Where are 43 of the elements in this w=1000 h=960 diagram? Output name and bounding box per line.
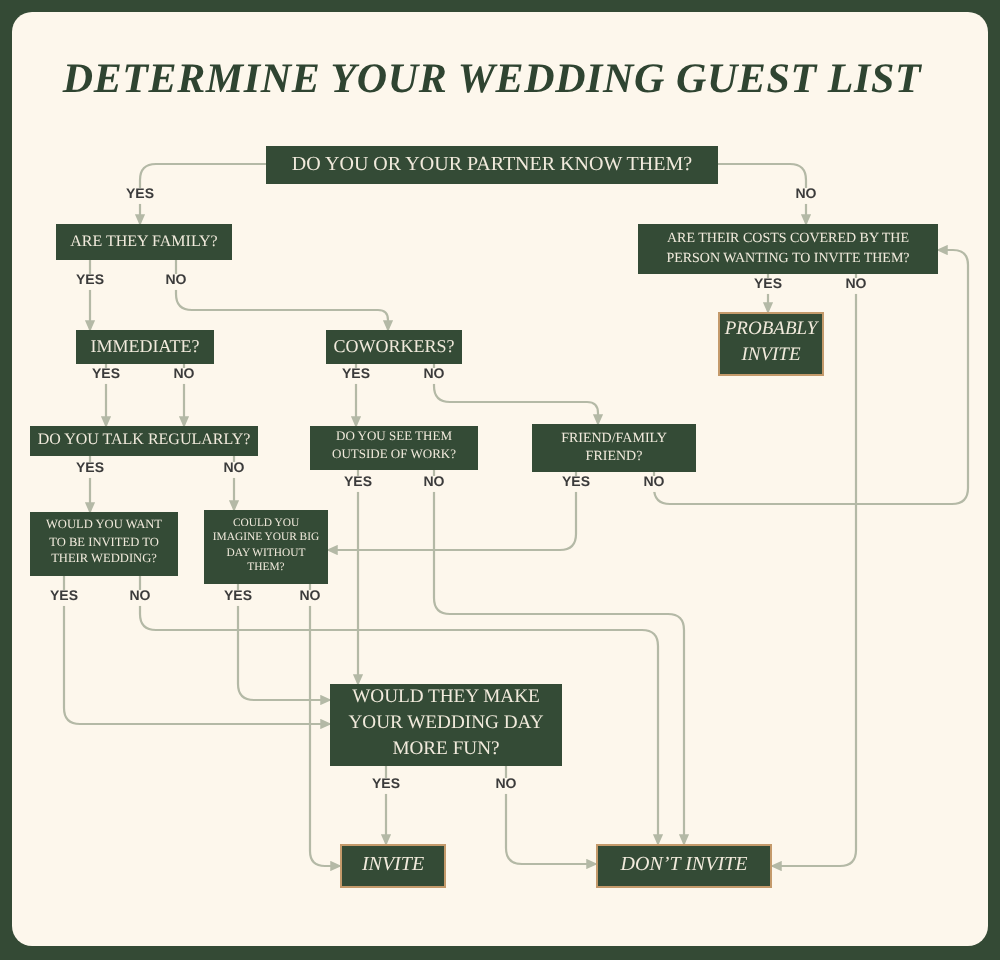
outcome-box: [596, 844, 772, 888]
question-box: [30, 426, 258, 456]
outcome-box: [340, 844, 446, 888]
outcome-text: PROBABLY INVITE: [724, 318, 818, 370]
question-text: DO YOU TALK REGULARLY?: [37, 430, 251, 452]
arrow: [138, 576, 663, 845]
question-box: [330, 684, 562, 766]
arrow: [236, 584, 331, 705]
arrow: [763, 274, 773, 313]
arrow: [308, 584, 341, 871]
arrow: [652, 245, 970, 506]
title: DETERMINE YOUR WEDDING GUEST LIST: [62, 56, 922, 103]
question-box: [266, 146, 718, 184]
question-box: [326, 330, 462, 364]
arrow: [432, 470, 689, 845]
question-text: COWORKERS?: [333, 334, 455, 360]
outcome-text: DON’T INVITE: [620, 852, 748, 880]
arrow: [62, 576, 331, 729]
question-box: [56, 224, 232, 260]
arrow: [351, 364, 361, 427]
arrow: [327, 472, 578, 555]
question-box: [638, 224, 938, 274]
arrow: [101, 364, 111, 427]
question-box: [310, 426, 478, 470]
question-text: IMMEDIATE?: [90, 334, 200, 360]
arrow: [381, 766, 391, 845]
question-text: ARE THEY FAMILY?: [70, 231, 218, 253]
arrow: [174, 260, 393, 331]
arrow: [85, 260, 95, 331]
outcome-text: INVITE: [361, 852, 425, 880]
arrow: [504, 766, 597, 869]
arrow: [353, 470, 363, 685]
question-box: [30, 512, 178, 576]
question-box: [76, 330, 214, 364]
question-text: WOULD THEY MAKE YOUR WEDDING DAY MORE FUN?: [346, 686, 546, 764]
arrow: [771, 274, 858, 871]
arrow: [718, 162, 811, 225]
arrow: [135, 162, 266, 225]
arrow: [432, 364, 603, 425]
question-text: DO YOU OR YOUR PARTNER KNOW THEM?: [291, 151, 693, 179]
arrow: [85, 456, 95, 513]
arrow: [179, 364, 189, 427]
question-box: [532, 424, 696, 472]
